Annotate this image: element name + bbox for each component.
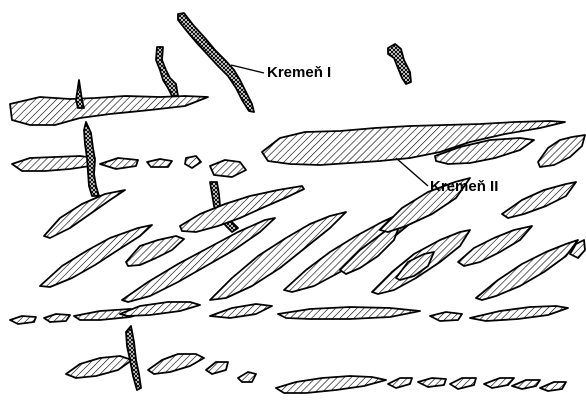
lens-r3-04 [180, 186, 304, 232]
lens-r5-02 [148, 354, 204, 374]
lens-r5-08 [450, 378, 476, 389]
lens-r4-06 [278, 307, 420, 319]
pod-top-right [388, 44, 411, 84]
lens-r4-02 [44, 314, 70, 322]
lens-r5-01 [66, 356, 132, 378]
lens-r5-03 [206, 362, 228, 374]
lens-r4-08 [470, 306, 568, 321]
lens-second-chain-c [185, 156, 201, 168]
vein-top-small [156, 47, 178, 96]
lens-r5-04 [238, 372, 256, 382]
lens-r3-14 [502, 182, 576, 218]
lens-top-band [10, 96, 208, 125]
lens-r3-03 [126, 236, 184, 266]
lens-second-chain-b [147, 159, 172, 167]
lens-right-edge [538, 135, 585, 167]
lens-r3-01 [44, 190, 125, 238]
leader-line-quartz-2 [396, 158, 428, 186]
lens-r4-01 [10, 316, 36, 324]
lens-r5-05 [276, 376, 386, 393]
lens-r5-10 [512, 380, 540, 389]
lens-second-left [12, 156, 95, 171]
vein-left-vertical [84, 122, 99, 196]
lens-second-chain-d [210, 160, 246, 177]
lens-second-chain-a [100, 158, 138, 169]
lens-r5-07 [418, 378, 446, 387]
lens-r4-07 [430, 312, 462, 321]
lens-r5-06 [388, 378, 412, 388]
label-quartz-2: Kremeň II [430, 178, 498, 195]
label-quartz-1: Kremeň I [267, 64, 331, 81]
lens-r5-09 [484, 378, 514, 388]
lens-r4-05 [210, 304, 272, 318]
lens-r4-04 [120, 302, 200, 316]
vein-spike-top [76, 80, 84, 108]
lens-r5-11 [540, 382, 566, 391]
